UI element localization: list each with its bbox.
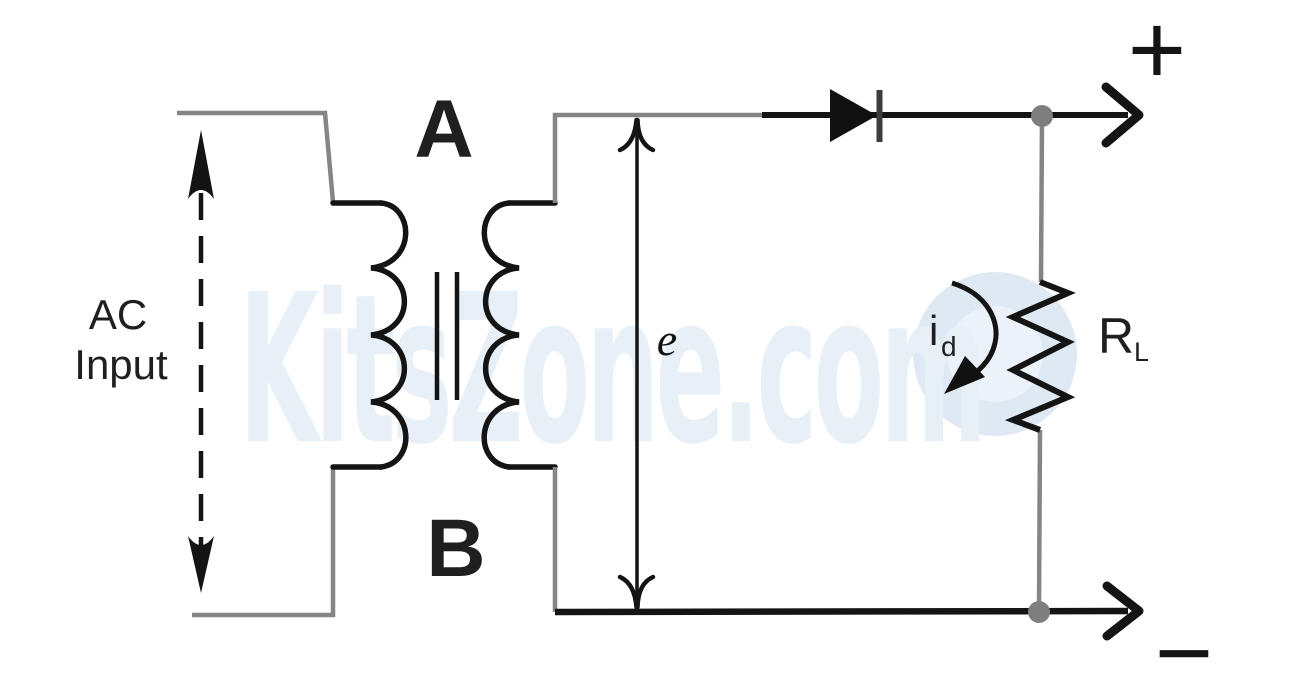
diode-anode-triangle	[830, 89, 877, 142]
primary-top-wire	[177, 110, 336, 203]
current-arrowhead-icon	[944, 356, 985, 394]
current-label-base: i	[929, 307, 938, 354]
resistor-zigzag	[1004, 279, 1076, 433]
emf-label: e	[657, 314, 677, 365]
current-arrow: i d	[929, 280, 999, 394]
ac-arrowhead-up-icon	[188, 130, 214, 199]
primary-winding	[330, 200, 409, 470]
ac-label-line2: Input	[74, 341, 168, 388]
load-top-lead	[1038, 117, 1045, 283]
diode-cathode-bar	[876, 90, 883, 142]
watermark-text: KitsZone.com	[239, 251, 984, 490]
transformer: A B	[330, 84, 558, 594]
resistor-label-base: R	[1098, 308, 1134, 364]
negative-terminal-label: −	[1155, 597, 1213, 697]
top-rail: +	[762, 0, 1186, 148]
load-bottom-lead	[1036, 429, 1043, 611]
primary-coil	[370, 200, 409, 470]
current-label-sub: d	[941, 331, 957, 362]
primary-bottom-wire	[192, 467, 336, 618]
positive-output-arrow-icon	[1101, 82, 1144, 148]
negative-output-arrow-icon	[1102, 581, 1144, 641]
top-junction-dot	[1031, 105, 1053, 127]
secondary-wires	[552, 112, 1045, 612]
transformer-core	[434, 272, 460, 400]
positive-terminal-label: +	[1128, 0, 1186, 106]
terminal-a-label: A	[414, 84, 473, 175]
secondary-coil	[481, 200, 520, 470]
secondary-winding	[481, 200, 558, 470]
ac-label-line1: AC	[89, 291, 147, 338]
watermark: KitsZone.com	[239, 251, 1077, 490]
emf-arrowhead-up-icon	[617, 117, 656, 153]
resistor-label-sub: L	[1134, 337, 1149, 367]
bottom-rail: −	[554, 581, 1213, 697]
ac-source: AC Input	[74, 130, 214, 593]
emf-arrow: e	[617, 117, 677, 610]
ac-arrowhead-down-icon	[188, 536, 214, 593]
secondary-top-riser	[552, 112, 762, 203]
load-resistor: R L	[1004, 279, 1149, 433]
emf-arrowhead-down-icon	[617, 574, 656, 610]
primary-loop-wires	[177, 110, 336, 618]
bottom-junction-dot	[1028, 601, 1050, 623]
terminal-b-label: B	[426, 503, 485, 594]
diode	[830, 89, 883, 142]
